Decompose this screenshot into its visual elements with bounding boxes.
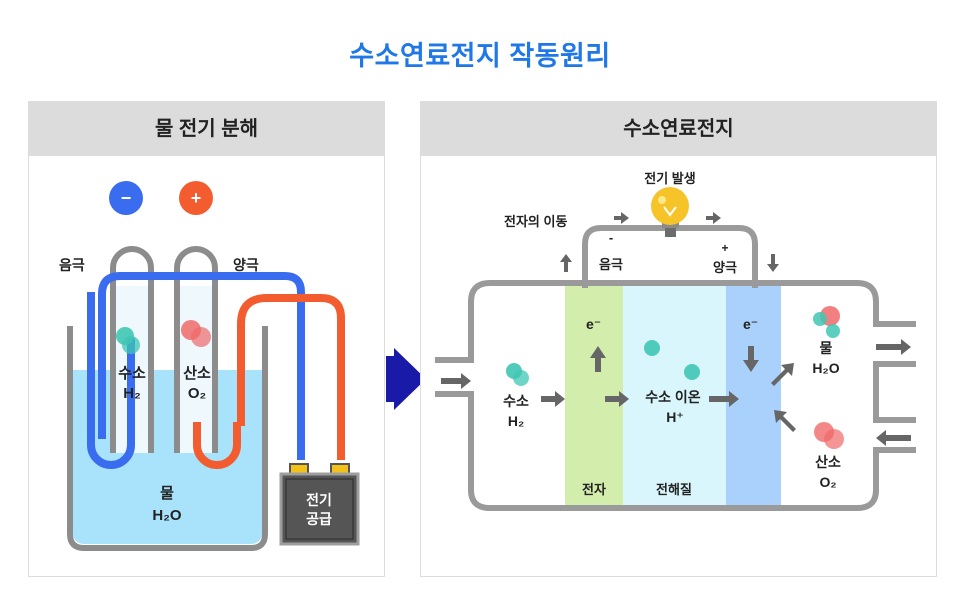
arrow-right-icon — [614, 212, 629, 224]
hydrogen-formula: H₂ — [123, 385, 141, 402]
minus-sign: − — [121, 188, 132, 208]
cathode-wire — [98, 272, 305, 460]
electrolysis-panel: 물 전기 분해 − + 음극 양극 수소 H₂ — [28, 101, 385, 577]
reaction-arrows — [441, 339, 911, 446]
anode-label: 양극 — [233, 257, 259, 273]
arrow-down-icon — [767, 254, 779, 272]
hydrogen-name: 수소 — [118, 365, 146, 382]
light-bulb-icon — [651, 187, 689, 225]
transition-arrow-icon — [386, 348, 426, 410]
oxygen-name: 산소 — [183, 365, 211, 382]
electron-symbol-anode: e⁻ — [586, 316, 601, 332]
negative-sign: - — [609, 230, 613, 245]
oxygen-molecule-atom — [191, 327, 211, 347]
cell-outline-right — [873, 361, 916, 423]
bulb-shine — [658, 196, 666, 204]
arrow-up-icon — [590, 346, 606, 372]
electron-flow-arrows — [560, 212, 779, 272]
electrolysis-heading: 물 전기 분해 — [29, 102, 384, 156]
arrow-right-icon — [441, 373, 471, 389]
arrow-up-left-icon — [774, 410, 796, 432]
water-name: 물 — [160, 485, 174, 502]
negative-label: 음극 — [599, 257, 623, 272]
hydrogen-molecule-atom — [513, 370, 529, 386]
beaker — [67, 326, 268, 551]
hydrogen-ion-name: 수소 이온 — [645, 389, 701, 405]
anode-electrode — [193, 422, 241, 469]
power-generation-label: 전기 발생 — [644, 171, 695, 186]
plus-icon — [179, 181, 213, 215]
hydrogen-ion-formula: H⁺ — [666, 409, 684, 425]
fuel-cell-diagram: 전기 발생 전자의 이동 - 음극 + 양극 e⁻ e⁻ — [435, 171, 916, 511]
bulb-filament — [663, 206, 677, 217]
oxygen-molecule-atom — [824, 429, 844, 449]
hydrogen-ion-particle — [684, 364, 700, 380]
hydrogen-tube — [110, 246, 154, 453]
electrolyte-layer-label: 전해질 — [656, 482, 692, 497]
hydrogen-molecule-atom — [122, 336, 140, 354]
fuel-cell-heading: 수소연료전지 — [421, 102, 936, 156]
oxygen-formula: O₂ — [188, 385, 206, 402]
page-title: 수소연료전지 작동원리 — [349, 41, 611, 71]
positive-label: 양극 — [713, 260, 737, 275]
water-formula: H₂O — [152, 507, 181, 524]
hydrogen-name: 수소 — [503, 393, 529, 409]
cell-outline-bottom — [435, 391, 916, 511]
water-formula: H₂O — [812, 360, 839, 376]
arrow-right-icon — [605, 391, 629, 407]
arrow-right-icon — [709, 391, 739, 407]
oxygen-tube — [174, 246, 218, 453]
minus-icon — [109, 181, 143, 215]
arrow-up-icon — [560, 254, 572, 272]
water-name: 물 — [820, 340, 833, 356]
arrow-right-icon — [876, 339, 911, 355]
anode-wire — [237, 294, 345, 460]
oxygen-name: 산소 — [815, 454, 841, 470]
plus-sign: + — [191, 188, 202, 208]
hydrogen-formula: H₂ — [508, 413, 524, 429]
arrow-down-icon — [743, 346, 759, 372]
hydrogen-ion-particle — [644, 340, 660, 356]
arrow-right-icon — [706, 212, 721, 224]
electrolysis-diagram: − + 음극 양극 수소 H₂ 산소 O₂ 물 H₂O 전기 공급 — [59, 181, 360, 551]
water-molecule-hydrogen — [826, 324, 840, 338]
oxygen-formula: O₂ — [819, 474, 836, 490]
electron-layer-label: 전자 — [582, 482, 606, 497]
electron-symbol-cathode: e⁻ — [743, 316, 758, 332]
cathode-electrode — [87, 338, 135, 469]
arrow-up-right-icon — [771, 363, 794, 386]
power-supply-line2: 공급 — [306, 511, 332, 527]
fuel-cell-panel: 수소연료전지 전기 발생 전자의 이동 - 음극 + 양극 — [420, 101, 937, 577]
electrolyte-layer — [623, 286, 726, 508]
cell-outline-top — [435, 280, 916, 363]
arrow-right-icon — [541, 391, 565, 407]
power-supply — [279, 472, 360, 546]
power-supply-line1: 전기 — [306, 492, 332, 508]
arrow-left-icon — [876, 430, 911, 446]
cathode-label: 음극 — [59, 257, 85, 273]
positive-sign: + — [721, 241, 728, 255]
electron-flow-label: 전자의 이동 — [504, 214, 567, 229]
bulb-base — [665, 227, 676, 237]
water-molecule-hydrogen — [813, 312, 827, 326]
power-supply-inner — [285, 478, 354, 540]
